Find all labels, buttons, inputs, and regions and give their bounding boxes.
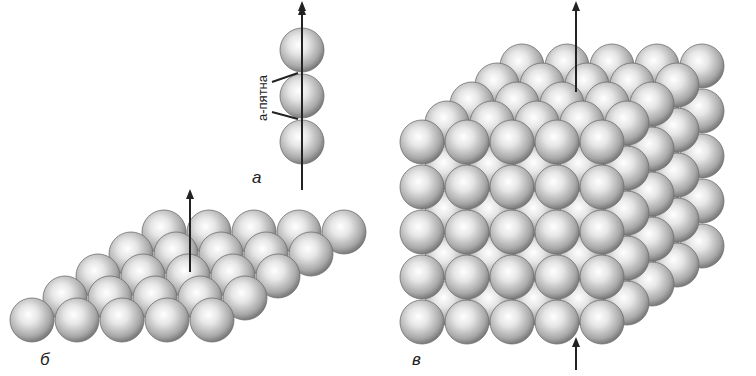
sphere <box>580 300 624 344</box>
axis-arrow <box>189 194 191 272</box>
sphere <box>535 255 579 299</box>
sphere <box>400 165 444 209</box>
sphere <box>580 120 624 164</box>
sphere <box>490 165 534 209</box>
sphere <box>535 120 579 164</box>
sphere <box>445 165 489 209</box>
sphere <box>490 300 534 344</box>
sphere <box>490 120 534 164</box>
sphere <box>445 255 489 299</box>
contact-spot-label: а-пятна <box>255 73 270 123</box>
sphere <box>400 210 444 254</box>
sphere <box>445 120 489 164</box>
panel-letter: б <box>40 350 50 370</box>
sphere <box>580 210 624 254</box>
sphere <box>445 300 489 344</box>
sphere <box>490 255 534 299</box>
axis-arrow <box>301 10 303 190</box>
sphere <box>190 298 234 342</box>
sphere <box>55 298 99 342</box>
sphere <box>100 298 144 342</box>
axis-arrow <box>575 6 577 92</box>
sphere <box>535 165 579 209</box>
sphere <box>580 165 624 209</box>
sphere <box>445 210 489 254</box>
sphere <box>580 255 624 299</box>
sphere <box>535 210 579 254</box>
sphere <box>400 120 444 164</box>
sphere <box>535 300 579 344</box>
sphere <box>10 298 54 342</box>
sphere <box>490 210 534 254</box>
panel-letter: в <box>412 350 421 370</box>
leader-line <box>272 112 298 119</box>
leader-line <box>272 73 298 82</box>
panel-letter: а <box>252 168 261 188</box>
sphere <box>400 300 444 344</box>
axis-arrow <box>301 6 303 190</box>
axis-arrow <box>575 342 577 370</box>
sphere <box>145 298 189 342</box>
sphere <box>400 255 444 299</box>
